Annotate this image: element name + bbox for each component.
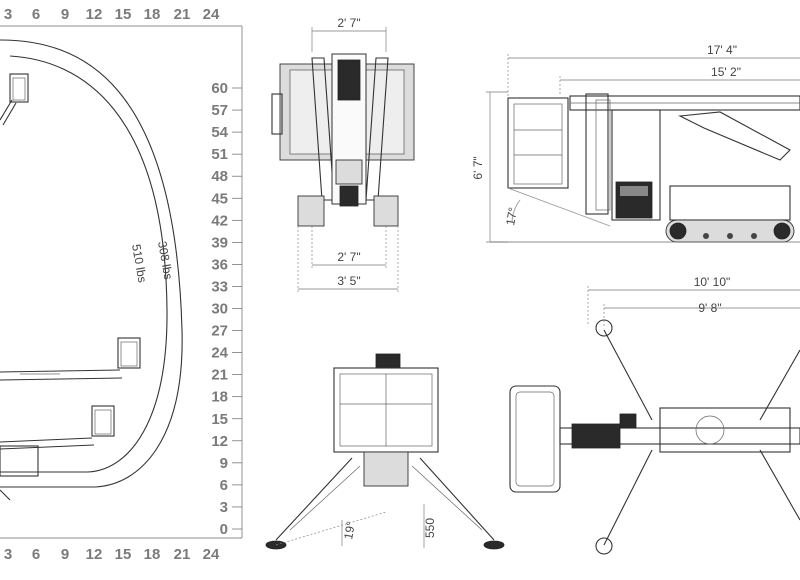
envelope-outer-308lbs — [0, 39, 183, 488]
y-tick: 18 — [211, 389, 228, 406]
x-axis-top: 3 6 9 12 15 18 21 24 — [4, 6, 220, 23]
x-tick-bottom: 21 — [174, 546, 191, 563]
y-tick: 24 — [211, 345, 228, 362]
x-tick-bottom: 12 — [86, 546, 103, 563]
curve-label-308: 308 lbs — [155, 240, 176, 281]
y-tick: 36 — [211, 256, 228, 273]
x-tick-bottom: 18 — [144, 546, 161, 563]
y-tick: 57 — [211, 102, 228, 119]
x-tick-top: 15 — [115, 6, 132, 23]
side-boom-length: 15' 2" — [711, 65, 741, 79]
boom-platform-lower — [0, 405, 115, 501]
x-tick-top: 12 — [86, 6, 103, 23]
y-tick: 15 — [211, 411, 228, 428]
side-view: 17' 4" 15' 2" 6' 7" 1 — [471, 43, 800, 243]
x-tick-top: 21 — [174, 6, 191, 23]
x-tick-top: 3 — [4, 6, 12, 23]
y-tick: 45 — [211, 190, 228, 207]
top-view: 10' 10" 9' 8" — [509, 275, 800, 555]
y-tick: 21 — [211, 367, 228, 384]
front-top-width: 2' 7" — [337, 16, 360, 30]
y-tick: 6 — [220, 477, 228, 494]
side-height: 6' 7" — [471, 156, 485, 179]
x-tick-top: 6 — [32, 6, 40, 23]
y-tick: 48 — [211, 168, 228, 185]
x-tick-bottom: 24 — [203, 546, 220, 563]
boom-platform-middle — [0, 337, 141, 381]
y-tick: 12 — [211, 433, 228, 450]
top-outrigger-width: 10' 10" — [694, 275, 731, 289]
y-tick: 51 — [211, 146, 228, 163]
x-axis-bottom: 3 6 9 12 15 18 21 24 — [4, 546, 220, 563]
y-tick: 39 — [211, 234, 228, 251]
y-tick: 9 — [220, 455, 228, 472]
x-tick-bottom: 6 — [32, 546, 40, 563]
front-view: 2' 7" 2' 7" 3' 5" — [271, 16, 415, 292]
y-tick: 42 — [211, 212, 228, 229]
envelope-inner-510lbs — [0, 55, 168, 473]
y-tick: 27 — [211, 323, 228, 340]
boom-platform-top — [0, 73, 29, 126]
y-tick: 54 — [211, 124, 228, 141]
y-tick: 60 — [211, 80, 228, 97]
curve-label-510: 510 lbs — [129, 243, 150, 284]
front-inner-width: 2' 7" — [337, 250, 360, 264]
top-inner-width: 9' 8" — [698, 301, 721, 315]
x-tick-bottom: 3 — [4, 546, 12, 563]
y-tick: 30 — [211, 301, 228, 318]
x-tick-top: 24 — [203, 6, 220, 23]
y-tick: 0 — [220, 521, 228, 538]
rear-clearance: 550 — [423, 518, 437, 538]
x-tick-top: 9 — [61, 6, 69, 23]
x-tick-top: 18 — [144, 6, 161, 23]
front-outer-width: 3' 5" — [337, 274, 360, 288]
rear-view: 19° 550 — [265, 353, 505, 550]
y-tick: 33 — [211, 278, 228, 295]
x-tick-bottom: 9 — [61, 546, 69, 563]
side-overall-length: 17' 4" — [707, 43, 737, 57]
x-tick-bottom: 15 — [115, 546, 132, 563]
side-angle: 17° — [503, 206, 520, 227]
rear-angle: 19° — [341, 520, 358, 541]
y-tick: 3 — [220, 499, 228, 516]
